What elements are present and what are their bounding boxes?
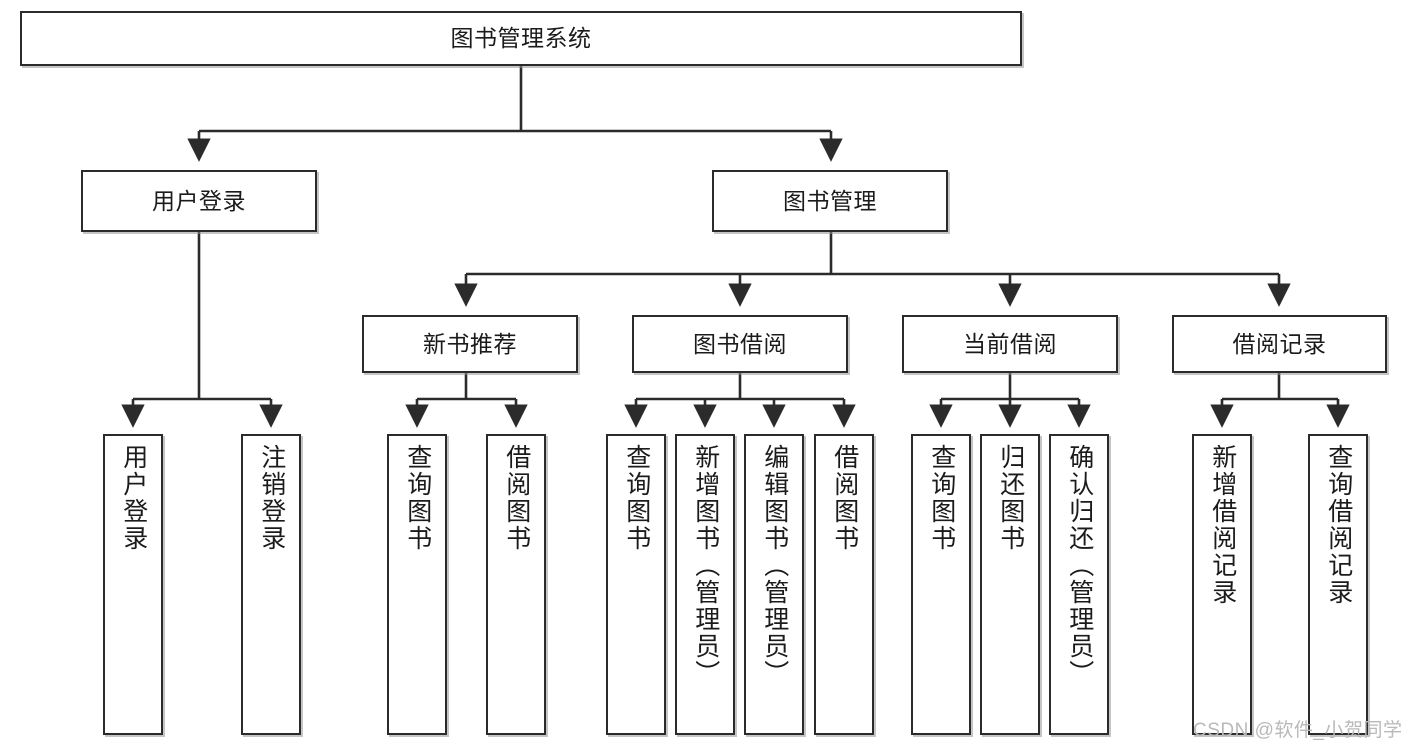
node-label: 图书管理系统: [450, 25, 592, 52]
node-label: 借阅图书: [830, 444, 859, 552]
node-label: 图书借阅: [693, 330, 787, 357]
node-label: 注销登录: [257, 444, 286, 552]
leaf-query-book-new-rec[interactable]: 查询图书: [387, 434, 447, 735]
node-label: 新增图书（管理员）: [691, 444, 720, 687]
leaf-user-login[interactable]: 用户登录: [103, 434, 163, 735]
node-root-system[interactable]: 图书管理系统: [20, 11, 1022, 66]
node-label: 新增借阅记录: [1208, 444, 1237, 606]
node-label: 查询图书: [927, 444, 956, 552]
node-label: 用户登录: [152, 187, 246, 214]
leaf-query-book-borrow[interactable]: 查询图书: [606, 434, 666, 735]
node-book-manage[interactable]: 图书管理: [712, 170, 948, 232]
node-borrow-record[interactable]: 借阅记录: [1172, 315, 1387, 373]
node-label: 图书管理: [783, 187, 877, 214]
leaf-query-book-current[interactable]: 查询图书: [911, 434, 971, 735]
leaf-borrow-book-borrow[interactable]: 借阅图书: [814, 434, 874, 735]
leaf-borrow-book-new-rec[interactable]: 借阅图书: [486, 434, 546, 735]
leaf-confirm-return-admin[interactable]: 确认归还（管理员）: [1049, 434, 1109, 735]
node-label: 查询图书: [403, 444, 432, 552]
leaf-return-book[interactable]: 归还图书: [980, 434, 1040, 735]
node-label: 新书推荐: [423, 330, 517, 357]
leaf-add-book-admin[interactable]: 新增图书（管理员）: [675, 434, 735, 735]
node-label: 借阅记录: [1232, 330, 1327, 357]
node-label: 查询借阅记录: [1324, 444, 1353, 606]
csdn-watermark: CSDN @软件_小贺同学: [1193, 720, 1403, 741]
node-label: 当前借阅: [963, 330, 1057, 357]
leaf-add-borrow-record[interactable]: 新增借阅记录: [1192, 434, 1252, 735]
node-new-book-rec[interactable]: 新书推荐: [362, 315, 578, 373]
node-label: 借阅图书: [502, 444, 531, 552]
node-current-borrow[interactable]: 当前借阅: [902, 315, 1118, 373]
node-label: 编辑图书（管理员）: [760, 444, 789, 687]
leaf-logout[interactable]: 注销登录: [241, 434, 301, 735]
node-user-login[interactable]: 用户登录: [81, 170, 317, 232]
leaf-edit-book-admin[interactable]: 编辑图书（管理员）: [744, 434, 804, 735]
node-label: 归还图书: [996, 444, 1025, 552]
node-book-borrow[interactable]: 图书借阅: [632, 315, 848, 373]
leaf-query-borrow-record[interactable]: 查询借阅记录: [1308, 434, 1368, 735]
node-label: 查询图书: [622, 444, 651, 552]
node-label: 用户登录: [119, 444, 148, 552]
node-label: 确认归还（管理员）: [1065, 444, 1094, 687]
